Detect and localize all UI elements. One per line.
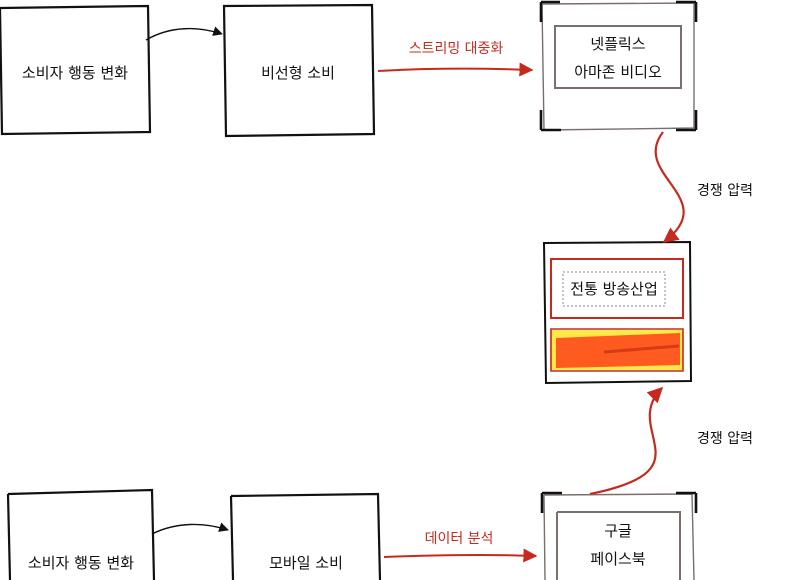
node-bottom-platform [540,491,698,580]
edge-streaming-label: 스트리밍 대중화 [408,41,504,57]
top-nonlinear-label: 비선형 소비 [261,64,335,82]
node-top-streaming [539,0,698,132]
edge-top-change-nonlinear [145,26,223,41]
middle-broadcast-label: 전통 방송산업 [570,280,658,298]
node-top-change [0,4,152,136]
edge-bottom-change-mobile [151,522,229,535]
edge-pressure-top [654,131,685,243]
edge-pressure-top-label: 경쟁 압력 [697,183,753,199]
edge-bottom-data [383,548,538,563]
bottom-platform-label-2: 페이스북 [590,550,646,568]
edge-pressure-bottom [589,386,664,496]
bottom-change-label: 소비자 행동 변화 [27,554,135,572]
top-change-label: 소비자 행동 변화 [21,64,129,82]
top-streaming-label-1: 넷플릭스 [590,35,646,53]
top-streaming-label-2: 아마존 비디오 [574,63,662,81]
node-middle-broadcast [542,240,693,385]
edge-pressure-bottom-label: 경쟁 압력 [697,431,753,447]
bottom-mobile-label: 모바일 소비 [269,554,343,572]
bottom-platform-label-1: 구글 [604,522,632,540]
node-top-nonlinear [222,3,376,138]
node-bottom-change [6,488,156,580]
edge-data-label: 데이터 분석 [424,531,494,547]
node-bottom-mobile [229,492,382,580]
edge-top-streaming [377,62,534,77]
